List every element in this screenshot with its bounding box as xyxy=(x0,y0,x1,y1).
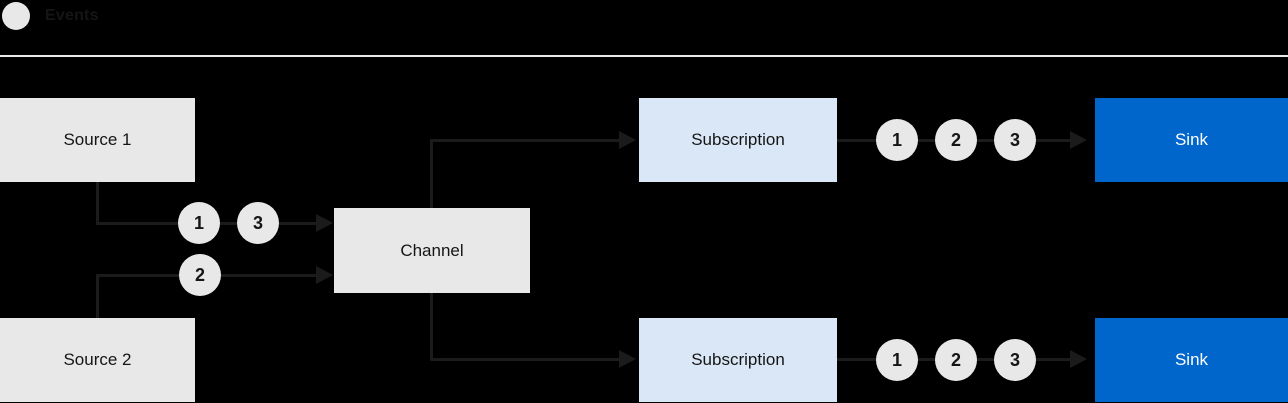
event-circle: 1 xyxy=(178,202,220,244)
node-channel: Channel xyxy=(334,208,530,293)
node-subscription-top-label: Subscription xyxy=(691,130,785,149)
event-circle: 1 xyxy=(876,119,918,161)
event-circle: 2 xyxy=(935,339,977,381)
node-sink-bottom: Sink xyxy=(1095,318,1288,402)
legend-separator xyxy=(0,55,1288,57)
node-sink-top-label: Sink xyxy=(1174,130,1209,149)
arrowhead-subscription-top-to-sink-icon xyxy=(1070,131,1087,149)
event-circle: 2 xyxy=(179,254,221,296)
node-source-2-label: Source 2 xyxy=(63,350,132,369)
node-subscription-top: Subscription xyxy=(639,98,837,182)
event-circle: 1 xyxy=(876,339,918,381)
connector-channel-subtop-horizontal xyxy=(430,139,620,142)
arrowhead-source2-to-channel-icon xyxy=(316,266,333,284)
event-circle: 2 xyxy=(935,119,977,161)
connector-channel-subbottom-vertical xyxy=(430,293,433,361)
events-legend-icon xyxy=(2,2,30,30)
arrowhead-source1-to-channel-icon xyxy=(316,214,333,232)
event-circle: 3 xyxy=(994,119,1036,161)
node-sink-top: Sink xyxy=(1095,98,1288,182)
events-legend-label: Events xyxy=(45,7,99,24)
arrowhead-channel-to-subscription-top-icon xyxy=(619,131,636,149)
node-source-2: Source 2 xyxy=(0,318,195,402)
node-sink-bottom-label: Sink xyxy=(1174,350,1209,369)
node-channel-label: Channel xyxy=(400,240,464,260)
node-source-1-label: Source 1 xyxy=(63,130,132,149)
event-circle: 3 xyxy=(994,339,1036,381)
node-subscription-bottom-label: Subscription xyxy=(691,350,785,369)
connector-channel-subbottom-horizontal xyxy=(430,358,620,361)
node-subscription-bottom: Subscription xyxy=(639,318,837,402)
connector-source2-vertical xyxy=(96,275,99,318)
arrowhead-subscription-bottom-to-sink-icon xyxy=(1070,350,1087,368)
arrowhead-channel-to-subscription-bottom-icon xyxy=(619,350,636,368)
node-source-1: Source 1 xyxy=(0,98,195,182)
connector-source1-vertical xyxy=(96,182,99,225)
connector-channel-subtop-vertical xyxy=(430,139,433,208)
event-circle: 3 xyxy=(237,202,279,244)
